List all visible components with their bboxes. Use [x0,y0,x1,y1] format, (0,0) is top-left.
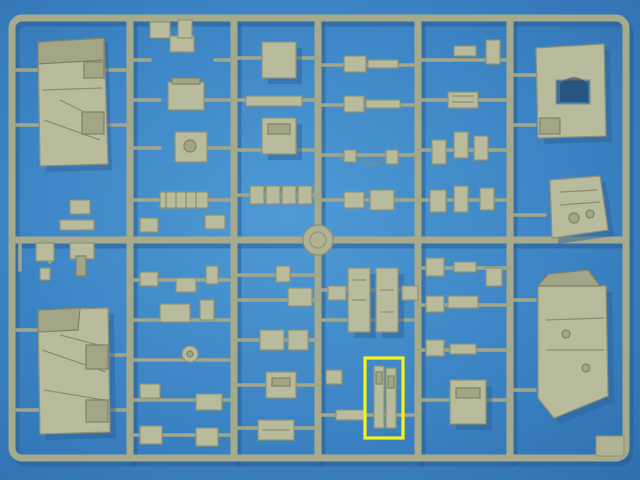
sprue-hub [302,224,334,256]
part-hatch-plate [535,43,612,144]
part-hull-side-upper [37,37,112,172]
part-engine-deck [549,175,614,244]
part-group-left-middle [35,199,95,281]
part-group-column-5-upper [429,39,501,213]
part-group-column-2-upper [139,19,226,233]
sprue-frame-shadow [12,19,634,467]
part-armor-plate [536,269,614,424]
part-group-column-4-upper [339,55,401,211]
part-group-column-5-lower [425,257,503,430]
part-group-column-4-lower [325,267,419,421]
part-group-column-3-upper [245,41,313,205]
part-highlighted [373,365,397,429]
part-group-column-2-lower [139,265,223,447]
highlight-box [363,356,405,440]
part-group-column-3-lower [257,265,313,441]
part-hull-side-lower [37,307,116,440]
sprue-tab [595,435,625,457]
